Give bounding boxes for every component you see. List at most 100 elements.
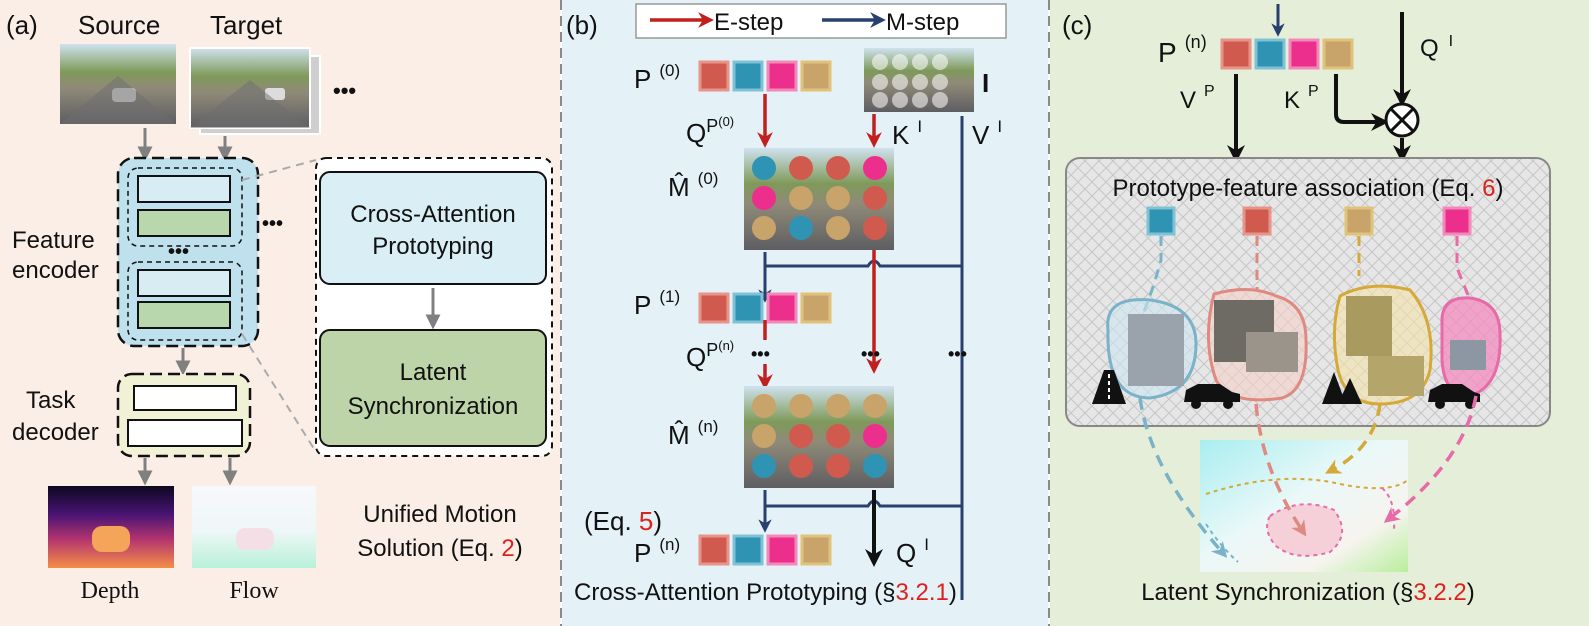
target-label: Target xyxy=(210,10,283,40)
attention-dot xyxy=(789,216,813,240)
v-dots: ••• xyxy=(948,344,967,364)
attention-dot xyxy=(863,186,887,210)
legend-estep: E-step xyxy=(714,9,783,36)
attention-dot xyxy=(752,454,776,478)
p1-label: P(1) xyxy=(634,287,680,320)
module-zoom-box: Cross-Attention Prototyping Latent Synch… xyxy=(315,157,553,457)
source-frame xyxy=(60,44,176,124)
prototype-square xyxy=(1254,38,1286,70)
prototype-square xyxy=(1288,38,1320,70)
association-panel: Prototype-feature association (Eq. 6) xyxy=(1065,157,1551,427)
mn-label: M̂(n) xyxy=(668,417,718,450)
prototype-square xyxy=(732,292,764,324)
unified-line1: Unified Motion xyxy=(363,501,516,528)
attention-dot xyxy=(826,186,850,210)
attention-dot xyxy=(789,454,813,478)
legend-mstep: M-step xyxy=(886,9,959,36)
p0-label: P(0) xyxy=(634,61,680,94)
input-image-patches xyxy=(864,48,974,112)
flow-label: Flow xyxy=(229,578,279,604)
attention-dot xyxy=(863,394,887,418)
prototypes-p0 xyxy=(698,60,832,92)
prototypes-pn xyxy=(698,534,832,566)
feature-encoder: ••• xyxy=(116,156,260,348)
attention-dot xyxy=(863,156,887,180)
unified-line2: Solution (Eq. 2) xyxy=(357,535,522,562)
image-label: I xyxy=(982,68,989,98)
q-pn-label: QP(n) xyxy=(686,338,734,372)
attention-dot xyxy=(826,454,850,478)
encoder-ellipsis: ••• xyxy=(168,241,189,263)
cap-module-line1: Cross-Attention xyxy=(350,201,515,228)
q-dots: ••• xyxy=(751,344,770,364)
feature-label-line1: Feature xyxy=(12,227,95,254)
prototype-square xyxy=(698,60,730,92)
target-frame-stack xyxy=(189,47,321,135)
depth-label: Depth xyxy=(81,578,140,604)
attention-dot xyxy=(789,156,813,180)
attention-dot xyxy=(752,394,776,418)
task-decoder xyxy=(116,372,252,458)
prototype-square xyxy=(1322,38,1354,70)
m0-label: M̂(0) xyxy=(668,169,718,202)
attention-dot xyxy=(752,156,776,180)
pn-c-label: P(n) xyxy=(1158,32,1207,68)
source-label: Source xyxy=(78,10,160,40)
eq5-label: (Eq. 5) xyxy=(584,506,662,536)
feature-label-line2: encoder xyxy=(12,257,99,284)
panel-c-tag: (c) xyxy=(1062,10,1092,40)
attention-dot xyxy=(826,156,850,180)
panel-a-tag: (a) xyxy=(6,10,38,40)
task-label-line2: decoder xyxy=(12,419,99,446)
prototype-square xyxy=(800,534,832,566)
k-dots: ••• xyxy=(861,344,880,364)
pn-label: P(n) xyxy=(634,535,680,568)
trees-icon xyxy=(1322,372,1362,404)
cap-module-line2: Prototyping xyxy=(372,233,493,260)
attention-dot xyxy=(752,424,776,448)
prototype-square xyxy=(698,534,730,566)
road-icon xyxy=(1092,370,1126,404)
latent-sync-flow-image xyxy=(1200,440,1409,572)
prototype-square xyxy=(732,534,764,566)
encoder-side-ellipsis: ••• xyxy=(262,213,283,235)
frames-ellipsis: ••• xyxy=(333,78,356,103)
prototype-square xyxy=(766,534,798,566)
q-p0-label: QP(0) xyxy=(686,114,734,148)
prototypes-pn-c xyxy=(1220,38,1354,70)
association-title: Prototype-feature association (Eq. 6) xyxy=(1113,175,1504,202)
legend: E-step M-step xyxy=(635,3,1007,39)
attention-dot xyxy=(789,424,813,448)
attention-map-m0 xyxy=(744,148,894,250)
prototype-square xyxy=(1220,38,1252,70)
prototype-square xyxy=(800,292,832,324)
attention-dot xyxy=(752,186,776,210)
attention-dot xyxy=(826,216,850,240)
ls-module-line2: Synchronization xyxy=(348,393,519,420)
panel-a: (a) Source Target ••• ••• Featur xyxy=(6,10,553,604)
car-icon xyxy=(1184,384,1240,409)
prototype-square xyxy=(698,292,730,324)
panel-c-caption: Latent Synchronization (§3.2.2) xyxy=(1141,579,1475,606)
attention-dot xyxy=(863,424,887,448)
prototype-square xyxy=(800,60,832,92)
ls-module-line1: Latent xyxy=(400,359,467,386)
attention-dot xyxy=(863,454,887,478)
depth-map xyxy=(48,486,174,568)
prototype-square xyxy=(732,60,764,92)
prototype-square xyxy=(766,292,798,324)
panel-b-caption: Cross-Attention Prototyping (§3.2.1) xyxy=(574,579,957,606)
attention-dot xyxy=(752,216,776,240)
attention-dot xyxy=(826,424,850,448)
task-label-line1: Task xyxy=(26,387,76,414)
attention-dot xyxy=(826,394,850,418)
